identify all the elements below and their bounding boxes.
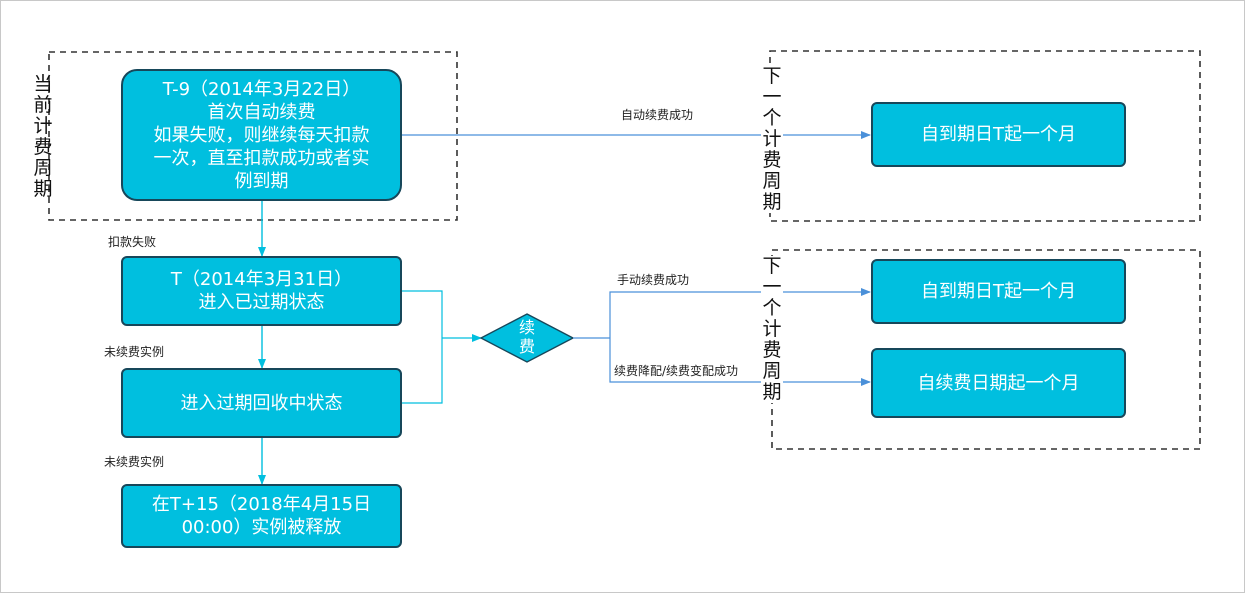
release-node: 在T+15（2018年4月15日 00:00）实例被释放 (121, 484, 402, 548)
not-renewed-label-2: 未续费实例 (104, 455, 165, 469)
release-text: 在T+15（2018年4月15日 00:00）实例被释放 (151, 494, 372, 538)
next-downgrade-node: 自续费日期起一个月 (871, 348, 1126, 418)
recycle-text: 进入过期回收中状态 (180, 392, 343, 414)
t-day-node: T（2014年3月31日） 进入已过期状态 (121, 256, 402, 326)
next-auto-text: 自到期日T起一个月 (921, 124, 1076, 145)
auto-success-label: 自动续费成功 (621, 108, 694, 122)
next-auto-node: 自到期日T起一个月 (871, 102, 1126, 167)
manual-success-label: 手动续费成功 (617, 273, 690, 287)
downgrade-success-label: 续费降配/续费变配成功 (614, 364, 739, 378)
not-renewed-label-1: 未续费实例 (104, 345, 165, 359)
deduct-fail-label: 扣款失败 (108, 235, 157, 249)
current-period-region (48, 51, 458, 221)
next-period-label-bottom: 下一个计费周期 (761, 255, 783, 403)
renew-decision (479, 313, 575, 363)
next-period-label-top: 下一个计费周期 (761, 65, 783, 213)
next-manual-text: 自到期日T起一个月 (921, 281, 1076, 302)
downgrade-success-arrow (609, 338, 871, 386)
next-manual-node: 自到期日T起一个月 (871, 259, 1126, 324)
manual-success-arrow (609, 288, 871, 338)
recycle-node: 进入过期回收中状态 (121, 368, 402, 438)
renew-text: 续费 (518, 318, 535, 356)
next-period-region-bottom (771, 249, 1201, 450)
t-day-text: T（2014年3月31日） 进入已过期状态 (170, 269, 353, 313)
renew-connector (402, 290, 443, 404)
current-period-label: 当前计费周期 (33, 73, 53, 200)
t-minus-9-node: T-9（2014年3月22日） 首次自动续费 如果失败，则继续每天扣款 一次，直… (121, 69, 402, 201)
t-minus-9-text: T-9（2014年3月22日） 首次自动续费 如果失败，则继续每天扣款 一次，直… (153, 78, 370, 192)
next-downgrade-text: 自续费日期起一个月 (917, 372, 1080, 394)
